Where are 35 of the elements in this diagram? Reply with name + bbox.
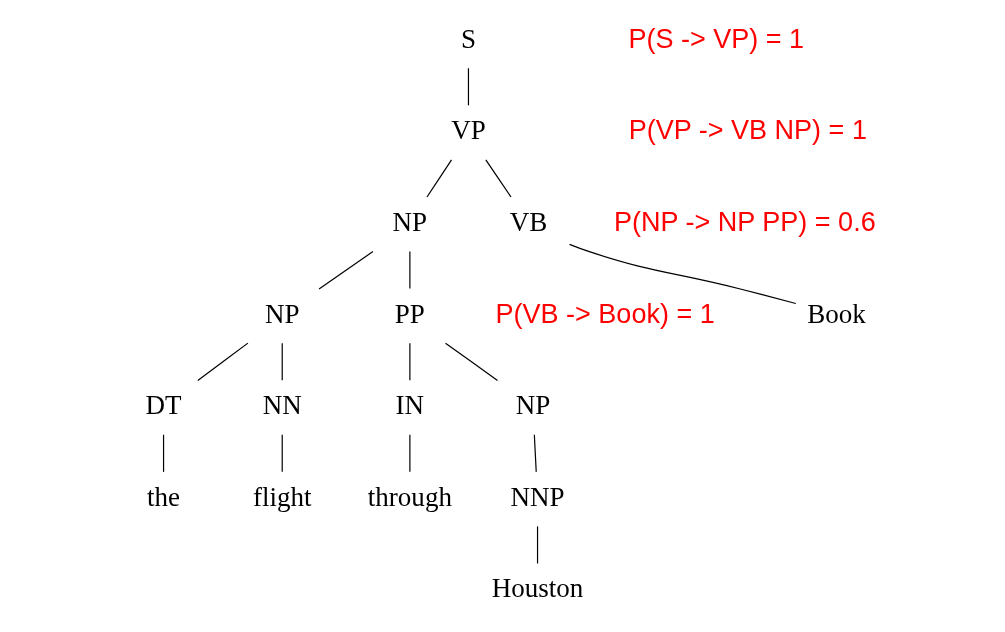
connector [196, 342, 248, 382]
node-text: IN [395, 390, 424, 421]
connector [317, 250, 374, 290]
node-text: NP [264, 298, 299, 329]
label: P(VP -> VB NP) = 1 [628, 115, 867, 146]
label: P(VB -> Book) = 1 [495, 298, 715, 329]
node-text: VB [509, 206, 547, 237]
connector [408, 342, 410, 381]
connector [467, 67, 469, 106]
node-text: NNP [510, 481, 565, 512]
node-text: through [367, 481, 452, 512]
connector [536, 525, 538, 565]
label: P(S -> VP) = 1 [627, 23, 804, 54]
connector [162, 434, 164, 473]
connector [281, 342, 283, 381]
node-text: VP [450, 115, 486, 146]
node-text: NP [392, 206, 427, 237]
node-text: Houston [491, 573, 583, 604]
connector [281, 434, 283, 473]
connector [533, 434, 537, 473]
connector [408, 434, 410, 473]
node-text: the [146, 481, 180, 512]
node-text: flight [252, 481, 311, 512]
node-text: PP [394, 298, 425, 329]
node-text: NP [515, 390, 550, 421]
node-text: Book [806, 298, 866, 329]
connector [425, 159, 452, 198]
connector [444, 342, 498, 382]
connector [408, 250, 410, 290]
node-text: NN [262, 390, 302, 421]
connector [484, 159, 512, 198]
node-text: S [460, 23, 476, 54]
connector [568, 243, 796, 305]
label: P(NP -> NP PP) = 0.6 [613, 206, 876, 237]
node-text: DT [145, 390, 182, 421]
